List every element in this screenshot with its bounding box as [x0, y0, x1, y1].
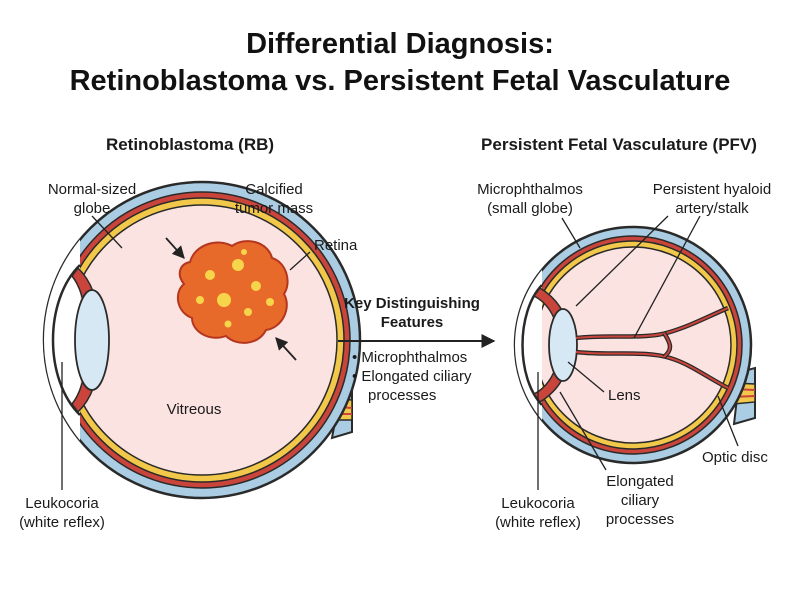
persistent-hyaloid-stalk [575, 305, 730, 390]
ciliary-label-line-3: processes [606, 511, 674, 528]
globe-label-line-1: Normal-sized [48, 181, 136, 198]
key-feature-bullet-2: • Elongated ciliary [352, 368, 472, 385]
left-cornea [51, 264, 81, 416]
page-title: Differential Diagnosis: Retinoblastoma v… [0, 26, 800, 100]
left-leukocoria-label-line-1: Leukocoria [25, 495, 99, 512]
microphthalmos-label-line-1: Microphthalmos [477, 181, 583, 198]
left-lens [74, 289, 110, 391]
globe-leader-line [91, 215, 123, 249]
key-feature-bullet-2-continued: processes [368, 387, 436, 404]
key-feature-bullet-1: • Microphthalmos [352, 349, 467, 366]
optic-disc-leader-line [717, 395, 739, 447]
globe-label-line-2: globe [74, 200, 111, 217]
lens-leader-line [567, 361, 605, 393]
retinoblastoma-eye [42, 180, 362, 500]
key-features-heading-line-1: Key Distinguishing [344, 295, 480, 312]
right-panel-heading: Persistent Fetal Vasculature (PFV) [481, 135, 757, 154]
hyaloid-leader-line-lower [633, 215, 701, 339]
left-leukocoria-label-line-2: (white reflex) [19, 514, 105, 531]
microphthalmos-leader-line [561, 217, 581, 249]
retina-leader-line [289, 251, 311, 271]
left-panel-heading: Retinoblastoma (RB) [106, 135, 274, 154]
tumor-arrow-upper [165, 237, 185, 259]
optic-disc-label: Optic disc [702, 449, 768, 466]
right-leukocoria-label-line-2: (white reflex) [495, 514, 581, 531]
right-lens [548, 308, 578, 382]
tumor-arrow-lower [275, 337, 297, 361]
hyaloid-label-line-2: artery/stalk [675, 200, 749, 217]
calcified-tumor-mass [176, 240, 289, 344]
microphthalmos-label-line-2: (small globe) [487, 200, 573, 217]
title-line-1: Differential Diagnosis: [246, 28, 554, 60]
ciliary-label-line-2: ciliary [621, 492, 660, 509]
key-features-heading-line-2: Features [381, 314, 444, 331]
hyaloid-label-line-1: Persistent hyaloid [653, 181, 771, 198]
ciliary-label-line-1: Elongated [606, 473, 674, 490]
right-leukocoria-label-line-1: Leukocoria [501, 495, 575, 512]
hyaloid-leader-line-upper [575, 215, 669, 307]
ciliary-leader-line [559, 391, 607, 471]
tumor-label-line-2: tumor mass [235, 200, 313, 217]
retina-label: Retina [314, 237, 358, 254]
tumor-label-line-1: Calcified [245, 181, 303, 198]
lens-label: Lens [608, 387, 641, 404]
title-line-2: Retinoblastoma vs. Persistent Fetal Vasc… [69, 65, 731, 97]
vitreous-label: Vitreous [167, 401, 222, 418]
